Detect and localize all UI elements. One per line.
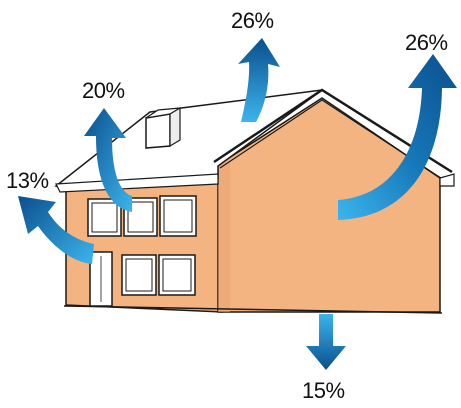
window-icon <box>158 254 196 296</box>
house <box>54 88 455 314</box>
ground-line <box>63 305 443 314</box>
windows-heat-loss-label: 20% <box>82 78 125 103</box>
window-icon <box>87 198 122 237</box>
doors-heat-loss-label: 13% <box>6 168 49 193</box>
window-icon <box>159 195 197 237</box>
heat-loss-arrow-icon <box>338 54 457 220</box>
heat-loss-arrow-icon <box>306 314 346 370</box>
heat-loss-arrow-icon <box>84 108 132 212</box>
heat-loss-arrow-icon <box>238 38 280 122</box>
floor-heat-loss-label: 15% <box>302 378 345 403</box>
chimney-icon <box>145 106 181 149</box>
gable-bargeboard <box>213 88 453 174</box>
gable-eave-right <box>439 173 455 187</box>
roof-fascia <box>55 173 219 193</box>
heat-loss-arrow-icon <box>18 196 94 264</box>
door-icon <box>89 251 113 307</box>
wall-heat-loss-label: 26% <box>405 30 448 55</box>
gable-bargeboard-inner <box>219 99 445 181</box>
gable-shade <box>218 158 230 312</box>
roof-heat-loss-label: 26% <box>231 8 274 33</box>
window-icon <box>121 254 157 296</box>
